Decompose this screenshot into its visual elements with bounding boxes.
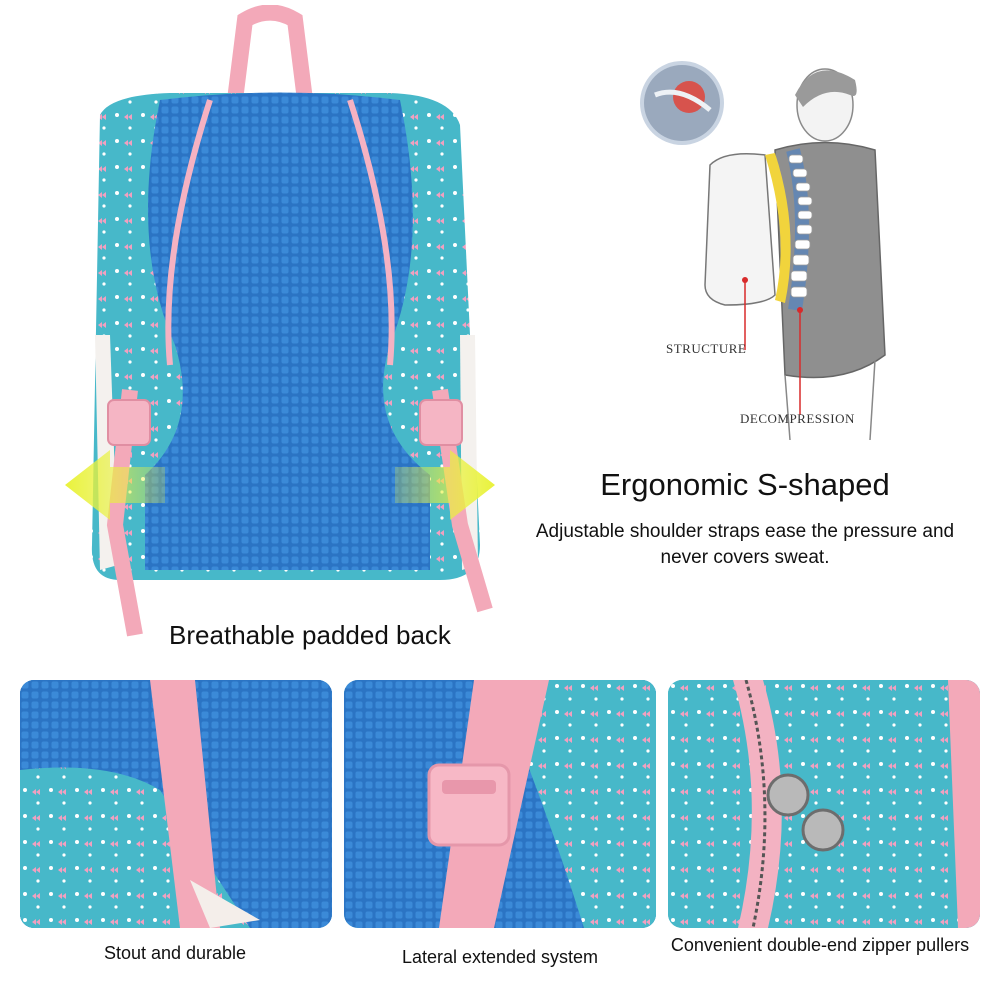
zipper-caption: Convenient double-end zipper pullers	[670, 935, 970, 955]
detail-photo-durable	[20, 680, 332, 928]
ergonomic-spine-illustration	[625, 55, 925, 445]
decompression-label: DECOMPRESSION	[740, 411, 855, 426]
detail-photo-lateral	[344, 680, 656, 928]
feature-description: Adjustable shoulder straps ease the pres…	[535, 521, 955, 568]
backpack-back-view	[60, 4, 500, 645]
feature-title: Ergonomic S-shaped	[600, 467, 890, 502]
durable-caption: Stout and durable	[103, 943, 247, 963]
breathable-back-caption: Breathable padded back	[169, 620, 451, 650]
lateral-caption: Lateral extended system	[401, 947, 599, 967]
detail-photo-zipper	[668, 680, 980, 928]
structure-label: STRUCTURE	[666, 341, 747, 356]
